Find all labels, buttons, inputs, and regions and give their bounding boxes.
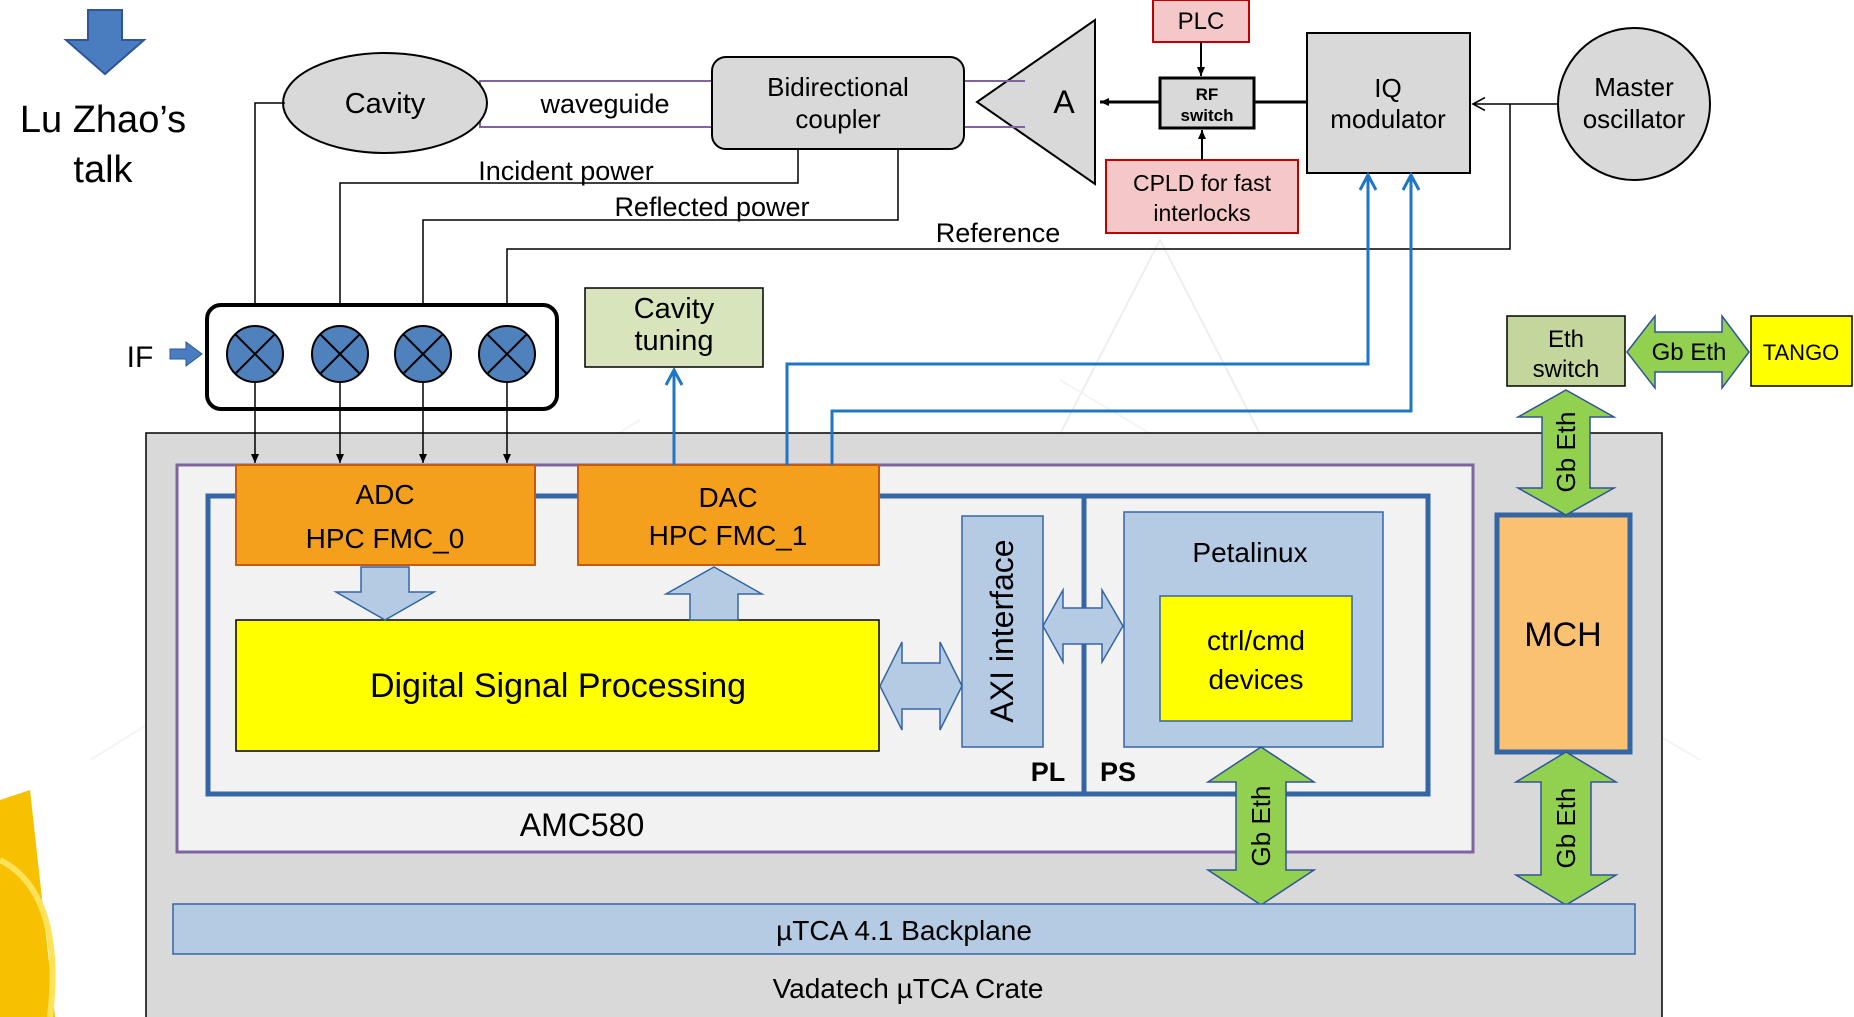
if-label: IF (127, 341, 154, 374)
waveguide-label: waveguide (539, 89, 669, 119)
axi-interface-block (961, 515, 1044, 748)
reference-label: Reference (936, 218, 1061, 248)
mixer-icon (311, 325, 369, 383)
coupler-label-line2: coupler (795, 104, 881, 134)
adc-to-dsp-arrow-icon (333, 566, 437, 621)
iq-modulator-node (1306, 32, 1471, 174)
dsp-label: Digital Signal Processing (370, 667, 746, 705)
backplane-bar (172, 903, 1636, 955)
mixer-icon (394, 325, 452, 383)
dac-output-lines (674, 175, 1411, 465)
cavity-tuning-label-line2: tuning (634, 325, 713, 357)
amplifier-label: A (1053, 84, 1075, 120)
amplifier-node (975, 18, 1096, 186)
coupler-node (711, 56, 965, 150)
adc-label-line1: ADC (355, 479, 414, 510)
eth-switch-label-line2: switch (1533, 356, 1600, 383)
cpld-node (1105, 159, 1299, 234)
gbeth-label-switch: Gb Eth (1551, 412, 1581, 493)
reflected-power-label: Reflected power (614, 192, 809, 222)
pl-label: PL (1031, 757, 1066, 787)
rf-switch-node (1158, 76, 1256, 130)
axi-interface-label: AXI interface (984, 539, 1020, 722)
dac-label-line2: HPC FMC_1 (649, 520, 808, 551)
iq-modulator-label-line2: modulator (1330, 104, 1446, 134)
ps-label: PS (1100, 757, 1136, 787)
tango-node (1750, 315, 1853, 387)
ctrl-label-line1: ctrl/cmd (1207, 625, 1305, 656)
talk-note-line2: talk (73, 149, 133, 191)
switch-tango-arrow-icon (1626, 313, 1750, 391)
crate-label: Vadatech µTCA Crate (773, 973, 1044, 1004)
dac-label-line1: DAC (698, 482, 757, 513)
tango-label: TANGO (1763, 340, 1840, 365)
cavity-tuning-label-line1: Cavity (634, 293, 715, 325)
mch-label: MCH (1524, 616, 1601, 654)
incident-power-label: Incident power (478, 156, 654, 186)
cpld-label-line2: interlocks (1153, 200, 1250, 226)
mch-block (1494, 512, 1633, 755)
cavity-label: Cavity (345, 88, 426, 120)
if-input-arrow-icon (169, 341, 203, 367)
dsp-axi-bidirectional-arrow-icon (879, 641, 963, 731)
axi-petalinux-bidirectional-arrow-icon (1042, 587, 1124, 665)
plc-node (1152, 0, 1250, 43)
eth-switch-label-line1: Eth (1548, 326, 1584, 353)
ctrl-cmd-block (1159, 595, 1353, 722)
mch-eth-switch-arrow-icon (1515, 389, 1617, 516)
mixer-icon (226, 325, 284, 383)
gbeth-label-tango: Gb Eth (1652, 339, 1727, 366)
adc-block (235, 464, 536, 566)
if-mixer-box (205, 303, 559, 411)
cpld-label-line1: CPLD for fast (1133, 170, 1272, 196)
eth-switch-node (1506, 315, 1626, 387)
master-oscillator-label-line1: Master (1594, 72, 1674, 102)
amc580-label: AMC580 (520, 807, 645, 843)
dsp-to-dac-arrow-icon (663, 566, 765, 621)
dac-block (577, 464, 880, 566)
talk-note-line1: Lu Zhao’s (20, 99, 186, 141)
gbeth-label-petalinux: Gb Eth (1246, 786, 1276, 867)
iq-modulator-label-line1: IQ (1374, 73, 1401, 103)
plc-label: PLC (1178, 8, 1225, 35)
rf-switch-label-line1: RF (1196, 85, 1219, 104)
adc-label-line2: HPC FMC_0 (306, 523, 465, 554)
petalinux-label: Petalinux (1192, 537, 1307, 568)
backplane-label: µTCA 4.1 Backplane (776, 915, 1032, 946)
logo-fragment (0, 790, 56, 1017)
rf-switch-label-line2: switch (1181, 106, 1234, 125)
coupler-label-line1: Bidirectional (767, 72, 909, 102)
gbeth-label-mch: Gb Eth (1551, 788, 1581, 869)
rf-chain-connectors (977, 42, 1558, 160)
mixers (226, 325, 536, 383)
mixer-icon (478, 325, 536, 383)
mixer-output-lines (251, 382, 511, 463)
signal-lines (251, 102, 1511, 325)
dsp-block (235, 619, 880, 752)
down-arrow-icon (63, 9, 147, 76)
ctrl-label-line2: devices (1209, 664, 1304, 695)
master-oscillator-label-line2: oscillator (1583, 104, 1686, 134)
cavity-tuning-node (584, 287, 764, 368)
